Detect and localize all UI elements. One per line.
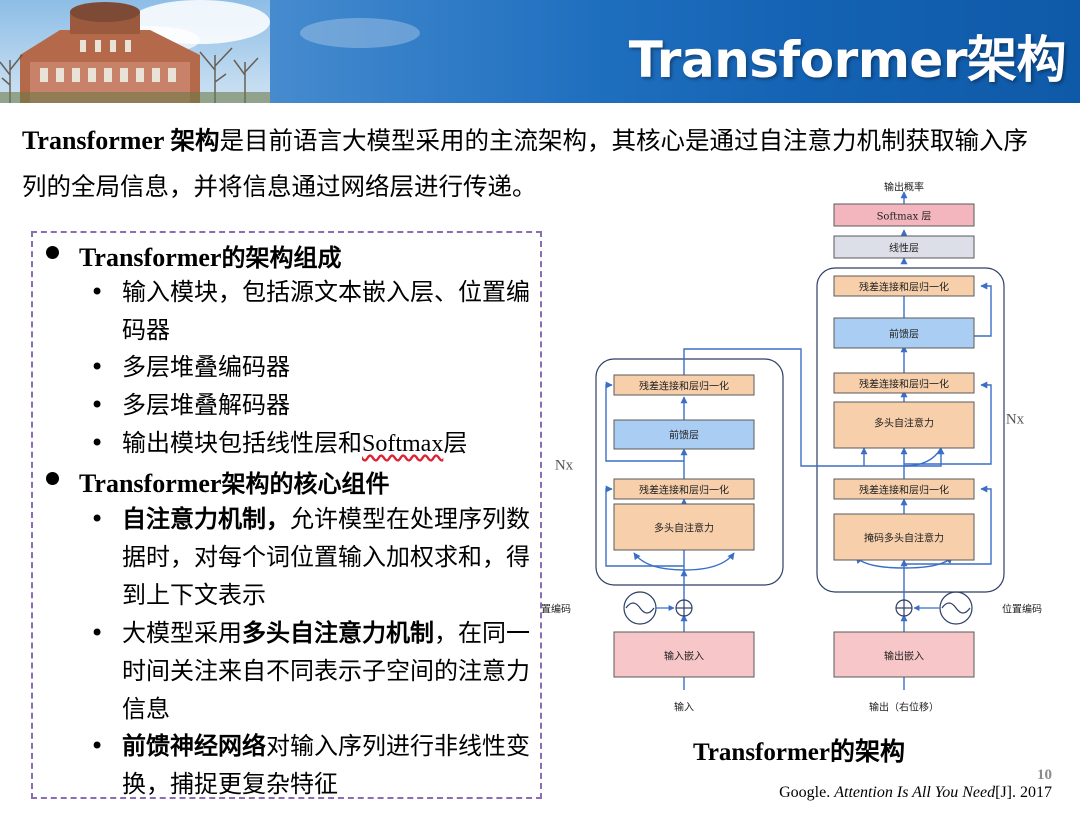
citation-author: Google. [779, 784, 835, 801]
page-number: 10 [1037, 767, 1052, 783]
decoder-multihead-label: 多头自注意力 [874, 418, 934, 430]
caption-text: 的架构 [830, 739, 906, 766]
decoder-container [816, 267, 1005, 593]
softmax-block [833, 203, 975, 227]
citation-year: [J]. 2017 [995, 784, 1052, 801]
encoder-addnorm-block-2 [613, 374, 755, 396]
list-item-latin: Softmax [362, 431, 444, 457]
output-embed-label: 输出嵌入 [884, 651, 924, 663]
bullet-icon: • [90, 505, 105, 533]
decoder-addnorm-block-3 [833, 275, 975, 297]
list-item-bold: 自注意力机制， [122, 505, 290, 533]
decoder-nx-label: Nx [1005, 411, 1025, 428]
section1-heading: Transformer的架构组成 [46, 238, 342, 273]
encoder-feedforward-label: 前馈层 [669, 430, 699, 442]
intro-paragraph: Transformer 架构是目前语言大模型采用的主流架构，其核心是通过自注意力… [22, 118, 1052, 210]
encoder-container [595, 358, 784, 586]
decoder-addnorm-label-2: 残差连接和层归一化 [859, 379, 949, 391]
page-title: Transformer架构 [628, 31, 1067, 89]
list-item-bold: 前馈神经网络 [122, 732, 266, 760]
list-item-bold: 多头自注意力机制 [242, 619, 434, 647]
list-item-text: 多层堆叠编码器 [122, 353, 290, 381]
input-label: 输入 [674, 702, 694, 714]
diagram-caption: Transformer的架构 [693, 732, 933, 768]
softmax-label: Softmax 层 [876, 211, 932, 223]
cloud-decoration [300, 18, 420, 48]
intro-text: 是目前语言大模型采用的主流架构，其核心是通过自注意力机制获取输入序列的全局信息，… [22, 126, 1028, 201]
list-item: • 大模型采用多头自注意力机制，在同一时间关注来自不同表示子空间的注意力信息 [90, 614, 542, 728]
encoder-multihead-block [613, 503, 755, 551]
intro-bold: 架构 [170, 126, 220, 155]
transformer-diagram: 输出概率 Softmax 层 线性层 残差连接和层归一化 前馈层 残差连接和层归… [536, 176, 1056, 721]
encoder-input-embed-block [613, 631, 755, 678]
encoder-addnorm-block-1 [613, 478, 755, 500]
list-item-text: 多层堆叠解码器 [122, 391, 290, 419]
decoder-masked-multihead-block [833, 513, 975, 561]
caption-latin: Transformer [693, 739, 830, 766]
bullet-icon: • [90, 278, 105, 306]
output-shifted-label: 输出（右位移） [869, 702, 939, 714]
section2-heading: Transformer架构的核心组件 [46, 464, 390, 499]
list-item: • 多层堆叠编码器 [90, 348, 542, 386]
list-item-text: 输入模块，包括源文本嵌入层、位置编码器 [122, 278, 530, 344]
encoder-multihead-label: 多头自注意力 [654, 523, 714, 535]
section1-title: 的架构组成 [221, 244, 342, 272]
intro-latin: Transformer [22, 126, 171, 155]
bullet-icon: • [90, 619, 105, 647]
input-embed-label: 输入嵌入 [664, 651, 704, 663]
list-item: • 输入模块，包括源文本嵌入层、位置编码器 [90, 273, 542, 349]
citation-title: Attention Is All You Need [834, 784, 996, 801]
decoder-feedforward-block [833, 317, 975, 349]
linear-block [833, 235, 975, 259]
list-item: • 自注意力机制，允许模型在处理序列数据时，对每个词位置输入加权求和，得到上下文… [90, 500, 542, 614]
list-item: • 前馈神经网络对输入序列进行非线性变换，捕捉更复杂特征 [90, 727, 542, 803]
encoder-nx-label: Nx [554, 457, 574, 474]
list-item: • 多层堆叠解码器 [90, 386, 542, 424]
encoder-addnorm-label-1: 残差连接和层归一化 [639, 485, 729, 497]
decoder-feedforward-label: 前馈层 [889, 329, 919, 341]
list-item-text: 对输入序列进行非线性变换，捕捉更复杂特征 [122, 732, 530, 798]
header-banner: Transformer架构 [0, 0, 1080, 103]
bullet-icon: • [90, 353, 105, 381]
bullet-dot-icon [46, 472, 59, 485]
list-item-text: 层 [443, 429, 468, 457]
list-item-text: ，在同一时间关注来自不同表示子空间的注意力信息 [122, 619, 530, 723]
bullet-dot-icon [46, 246, 59, 259]
linear-label: 线性层 [889, 243, 919, 255]
decoder-addnorm-block-2 [833, 372, 975, 394]
list-item-text: 输出模块包括线性层和 [122, 429, 362, 457]
bullet-icon: • [90, 732, 105, 760]
decoder-output-embed-block [833, 631, 975, 678]
encoder-addnorm-label-2: 残差连接和层归一化 [639, 381, 729, 393]
encoder-feedforward-block [613, 419, 755, 450]
bullet-panel [31, 231, 542, 799]
pos-enc-right-label: 位置编码 [1002, 604, 1042, 616]
section2-title: 架构的核心组件 [221, 470, 390, 498]
decoder-addnorm-block-1 [833, 478, 975, 500]
list-item-text: 大模型采用 [122, 619, 242, 647]
decoder-addnorm-label-3: 残差连接和层归一化 [859, 282, 949, 294]
decoder-masked-label: 掩码多头自注意力 [864, 533, 944, 545]
list-item: • 输出模块包括线性层和Softmax层 [90, 424, 542, 463]
decoder-multihead-block [833, 401, 975, 449]
list-item-text: 允许模型在处理序列数据时，对每个词位置输入加权求和，得到上下文表示 [122, 505, 530, 609]
pos-enc-left-label: 置编码 [541, 604, 571, 616]
bullet-icon: • [90, 391, 105, 419]
bullet-icon: • [90, 429, 105, 457]
section1-latin: Transformer [79, 243, 222, 272]
campus-building-image [0, 0, 270, 103]
diagram-svg [595, 191, 1005, 690]
decoder-addnorm-label-1: 残差连接和层归一化 [859, 485, 949, 497]
output-prob-label: 输出概率 [884, 182, 924, 194]
citation: Google. Attention Is All You Need[J]. 20… [779, 784, 1052, 802]
section2-latin: Transformer [79, 469, 222, 498]
